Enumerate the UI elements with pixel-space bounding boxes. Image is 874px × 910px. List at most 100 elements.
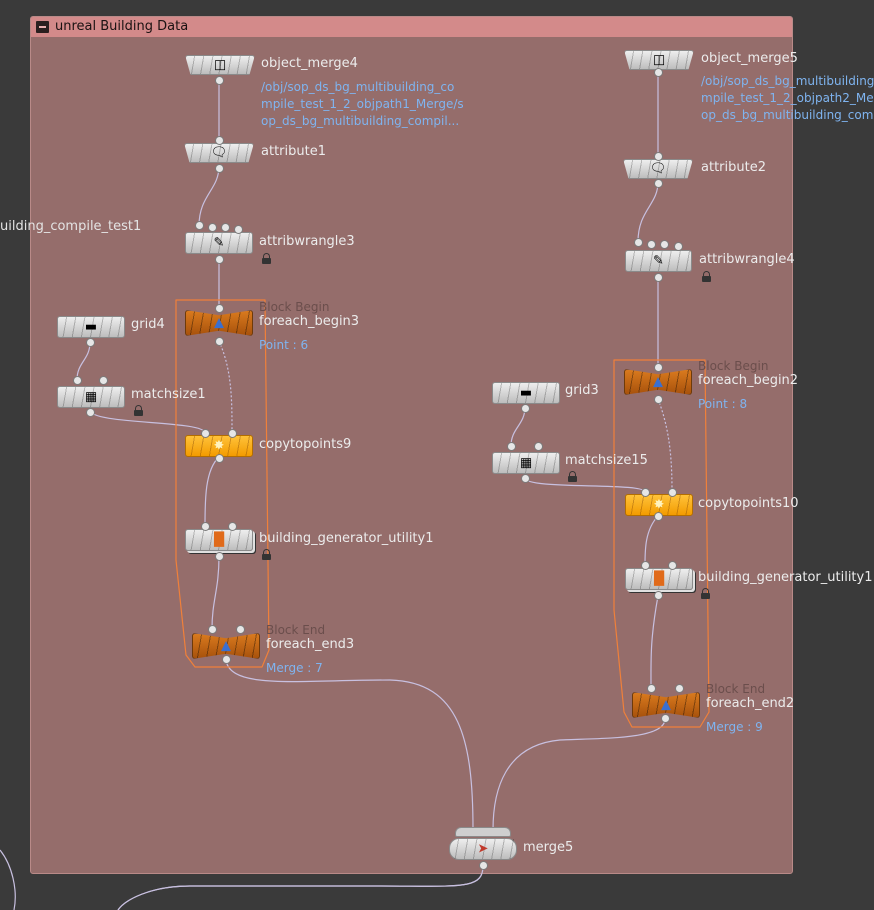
foreach-block-icon: ▲ xyxy=(221,638,231,654)
input-port-2[interactable] xyxy=(676,685,683,692)
merge-input-bar[interactable] xyxy=(455,827,511,837)
output-port[interactable] xyxy=(216,77,223,84)
input-port-1[interactable] xyxy=(202,430,209,437)
node-label-building-generator-utility2: building_generator_utility1 xyxy=(698,570,873,585)
node-label-matchsize1: matchsize1 xyxy=(131,387,206,402)
node-attribute1[interactable]: 🗨 xyxy=(184,143,254,163)
foreach-block-icon: ▲ xyxy=(214,315,224,331)
object-merge-icon: ◫ xyxy=(213,57,227,73)
node-label-attribute2: attribute2 xyxy=(701,160,766,175)
input-port-2[interactable] xyxy=(669,562,676,569)
input-port-2[interactable] xyxy=(229,430,236,437)
input-port-2[interactable] xyxy=(209,224,216,231)
output-port[interactable] xyxy=(655,396,662,403)
input-port[interactable] xyxy=(655,364,662,371)
output-port[interactable] xyxy=(522,405,529,412)
node-building-generator-utility1[interactable]: █ xyxy=(185,529,253,551)
input-port-1[interactable] xyxy=(635,239,642,246)
output-port[interactable] xyxy=(216,455,223,462)
output-port[interactable] xyxy=(655,69,662,76)
input-port-2[interactable] xyxy=(535,443,542,450)
output-port[interactable] xyxy=(216,338,223,345)
node-param-path-line-3: op_ds_bg_multibuilding_com xyxy=(701,108,874,122)
input-port-2[interactable] xyxy=(229,523,236,530)
collapse-icon[interactable] xyxy=(36,21,49,33)
input-port-2[interactable] xyxy=(100,377,107,384)
output-port[interactable] xyxy=(655,513,662,520)
node-param-path-line-3: op_ds_bg_multibuilding_compil... xyxy=(261,114,460,128)
matchsize-icon: ▦ xyxy=(519,455,533,471)
lock-icon[interactable] xyxy=(134,405,143,416)
attribute-icon: 🗨 xyxy=(210,145,228,161)
node-param-path-line-2: mpile_test_1_2_objpath2_Me xyxy=(701,91,874,105)
input-port-1[interactable] xyxy=(74,377,81,384)
lock-icon[interactable] xyxy=(702,271,711,282)
node-object-merge4[interactable]: ◫ xyxy=(185,55,255,75)
input-port-1[interactable] xyxy=(642,562,649,569)
input-port-1[interactable] xyxy=(642,489,649,496)
output-port[interactable] xyxy=(216,256,223,263)
output-port[interactable] xyxy=(223,656,230,663)
node-attribwrangle3[interactable]: ✎ xyxy=(185,232,253,254)
node-label-building-generator-utility1: building_generator_utility1 xyxy=(259,531,434,546)
input-port-3[interactable] xyxy=(661,241,668,248)
output-port[interactable] xyxy=(216,553,223,560)
foreach-block-icon: ▲ xyxy=(661,697,671,713)
input-port-1[interactable] xyxy=(648,685,655,692)
lock-icon[interactable] xyxy=(262,253,271,264)
input-port-1[interactable] xyxy=(209,626,216,633)
output-port[interactable] xyxy=(87,339,94,346)
node-object-merge5[interactable]: ◫ xyxy=(624,50,694,70)
node-label-object-merge5: object_merge5 xyxy=(701,51,798,66)
node-matchsize15[interactable]: ▦ xyxy=(492,452,560,474)
lock-icon[interactable] xyxy=(262,549,271,560)
output-port[interactable] xyxy=(87,409,94,416)
node-attribwrangle4[interactable]: ✎ xyxy=(625,250,692,272)
building-generator-icon: █ xyxy=(654,571,664,587)
input-port-1[interactable] xyxy=(202,523,209,530)
node-matchsize1[interactable]: ▦ xyxy=(57,386,125,408)
node-info-point-count: Point : 8 xyxy=(698,397,748,411)
output-port[interactable] xyxy=(522,475,529,482)
input-port-1[interactable] xyxy=(508,443,515,450)
node-label-attribwrangle4: attribwrangle4 xyxy=(699,252,795,267)
lock-icon[interactable] xyxy=(701,588,710,599)
node-copytopoints9[interactable]: ✸ xyxy=(185,435,253,457)
node-building-generator-utility2[interactable]: █ xyxy=(625,568,693,590)
lock-icon[interactable] xyxy=(568,471,577,482)
input-port[interactable] xyxy=(216,137,223,144)
node-attribute2[interactable]: 🗨 xyxy=(623,159,693,179)
node-type-block-begin: Block Begin xyxy=(259,300,330,314)
node-info-point-count: Point : 6 xyxy=(259,338,309,352)
input-port-4[interactable] xyxy=(235,226,242,233)
node-info-merge-count: Merge : 9 xyxy=(706,720,763,734)
node-label-foreach-begin3: foreach_begin3 xyxy=(259,314,360,329)
node-label-foreach-end3: foreach_end3 xyxy=(266,637,355,652)
input-port[interactable] xyxy=(655,153,662,160)
output-port[interactable] xyxy=(655,180,662,187)
input-port-2[interactable] xyxy=(648,241,655,248)
output-port[interactable] xyxy=(216,165,223,172)
output-port[interactable] xyxy=(655,274,662,281)
input-port-1[interactable] xyxy=(196,222,203,229)
input-port[interactable] xyxy=(216,305,223,312)
output-port[interactable] xyxy=(655,592,662,599)
network-box-header[interactable]: unreal Building Data xyxy=(31,17,792,37)
input-port-2[interactable] xyxy=(237,626,244,633)
merge-icon: ➤ xyxy=(477,841,489,857)
node-grid3[interactable]: ▬ xyxy=(492,382,560,404)
output-port[interactable] xyxy=(480,862,487,869)
node-grid4[interactable]: ▬ xyxy=(57,316,125,338)
wrangle-icon: ✎ xyxy=(653,253,664,269)
input-port-4[interactable] xyxy=(675,243,682,250)
output-port[interactable] xyxy=(662,715,669,722)
node-param-path-line-2: mpile_test_1_2_objpath1_Merge/s xyxy=(261,97,464,111)
outside-node-label: uilding_compile_test1 xyxy=(0,219,142,234)
node-label-grid3: grid3 xyxy=(565,383,599,398)
input-port-2[interactable] xyxy=(669,489,676,496)
node-merge5[interactable]: ➤ xyxy=(449,838,517,860)
node-label-matchsize15: matchsize15 xyxy=(565,453,648,468)
input-port-3[interactable] xyxy=(222,224,229,231)
copy-to-points-icon: ✸ xyxy=(213,438,225,454)
